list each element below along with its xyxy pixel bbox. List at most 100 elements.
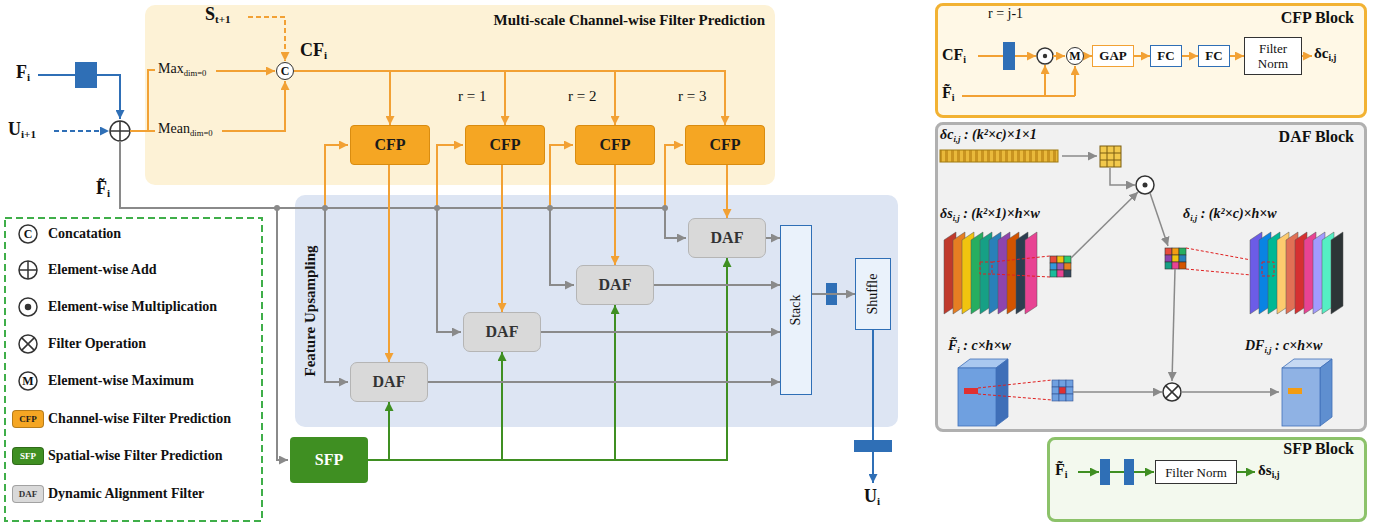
legend-text: Dynamic Alignment Filter [48,485,204,503]
connector [1182,55,1198,57]
daf-block-illustration [940,146,1343,426]
input-wires [38,17,892,483]
shuffle-box: Shuffle [855,258,891,330]
fc-box: FC [1198,45,1230,67]
subscript: i,j [1190,213,1197,223]
cfp-block-drawing [962,42,1312,96]
label: M [18,372,38,390]
connector [1230,55,1244,57]
label: δci,j : (k²×c)×1×1 [940,127,1037,144]
legend-text: Concatation [48,225,121,243]
connector [294,71,390,125]
subscript: i [957,345,959,355]
node-text: DAF [373,373,406,391]
legend-text: Filter Operation [48,335,146,353]
subscript: i [877,495,880,507]
subscript: i,j [953,134,960,144]
legend-text: Spatial-wise Filter Prediction [48,447,222,465]
label: F̃i [96,178,110,200]
label: SFP [12,447,44,465]
fc-box: FC [1150,45,1182,67]
sfp-block-panel: SFP BlockFilter Norm [1047,437,1367,522]
label: r = 1 [458,88,486,105]
sfp-box: SFP [290,437,368,483]
node-text: FC [1205,48,1222,64]
subscript: i,j [953,213,960,223]
label: Ui [864,486,880,508]
connector [726,165,728,218]
subscript: i [952,92,955,103]
daf-box: DAF [576,265,654,305]
label: δi,j : (k²×c)×h×w [1183,206,1277,223]
panel-title: DAF Block [1279,128,1354,146]
connector [766,237,780,239]
label: F̃i [1055,461,1068,480]
daf-box: DAF [688,218,766,258]
node-text: CFP [489,136,520,154]
subscript: dim=0 [190,128,213,138]
node-text: C [281,65,290,77]
node-text: Filter Norm [1247,41,1299,71]
label: F̃i [942,84,955,103]
node-text: DAF [711,229,744,247]
sfp-block-drawing [1078,459,1255,485]
label: F̃i : c×h×w [948,338,1011,355]
subscript: i [324,49,327,61]
subscript: i [963,54,966,65]
concat-circle: C [276,62,294,80]
connector [614,165,616,265]
subscript: i+1 [21,128,36,140]
legend-symbols [19,225,37,390]
subscript: i,j [1328,53,1336,63]
label: DAF [12,485,44,503]
panel-title: CFP Block [1281,9,1354,27]
subscript: i [1065,469,1068,480]
label: r = j-1 [988,6,1023,22]
node-text: SFP [315,451,343,469]
node-text: M [1069,50,1080,62]
label: δci,j [1314,45,1336,63]
node-text: GAP [1099,48,1126,64]
node-text: CFP [374,136,405,154]
cfp-box: CFP [575,125,655,165]
label: δsi,j : (k²×1)×h×w [940,206,1040,223]
daf-box: DAF [463,312,541,352]
node-text: DAF [599,276,632,294]
filter-norm-box: Filter Norm [1155,460,1237,484]
node-text: Shuffle [865,274,881,315]
label: δsi,j [1258,462,1280,480]
label: r = 2 [568,88,596,105]
legend-text: Element-wise Multiplication [48,298,217,316]
label: CFi [300,40,327,62]
panel-title: Feature Upsampling [302,246,319,377]
stack-box: Stack [780,225,812,395]
connector [501,165,503,312]
panel-title: Multi-scale Channel-wise Filter Predicti… [494,12,766,29]
label: Ui+1 [8,119,36,141]
label: CFi [942,46,966,65]
daf-box: DAF [350,362,428,402]
connector [428,381,780,383]
legend-text: Element-wise Maximum [48,372,194,390]
connector [294,71,615,125]
subscript: i [107,187,110,199]
connector [388,165,390,362]
cfp-box: CFP [350,125,430,165]
subscript: dim=0 [184,68,207,78]
connector [294,71,505,125]
label: r = 3 [678,88,706,105]
label: Maxdim=0 [158,61,206,78]
connector [1084,55,1092,57]
daf-block-panel: DAF Block [935,122,1367,432]
filter-norm-box: Filter Norm [1244,37,1302,75]
label: St+1 [205,4,231,26]
label: Meandim=0 [158,121,213,138]
maximum-circle: M [1066,47,1084,65]
subscript: i,j [1264,345,1271,355]
node-text: CFP [599,136,630,154]
node-text: Stack [788,294,804,325]
subscript: i,j [1272,470,1280,480]
node-text: Filter Norm [1165,465,1227,480]
